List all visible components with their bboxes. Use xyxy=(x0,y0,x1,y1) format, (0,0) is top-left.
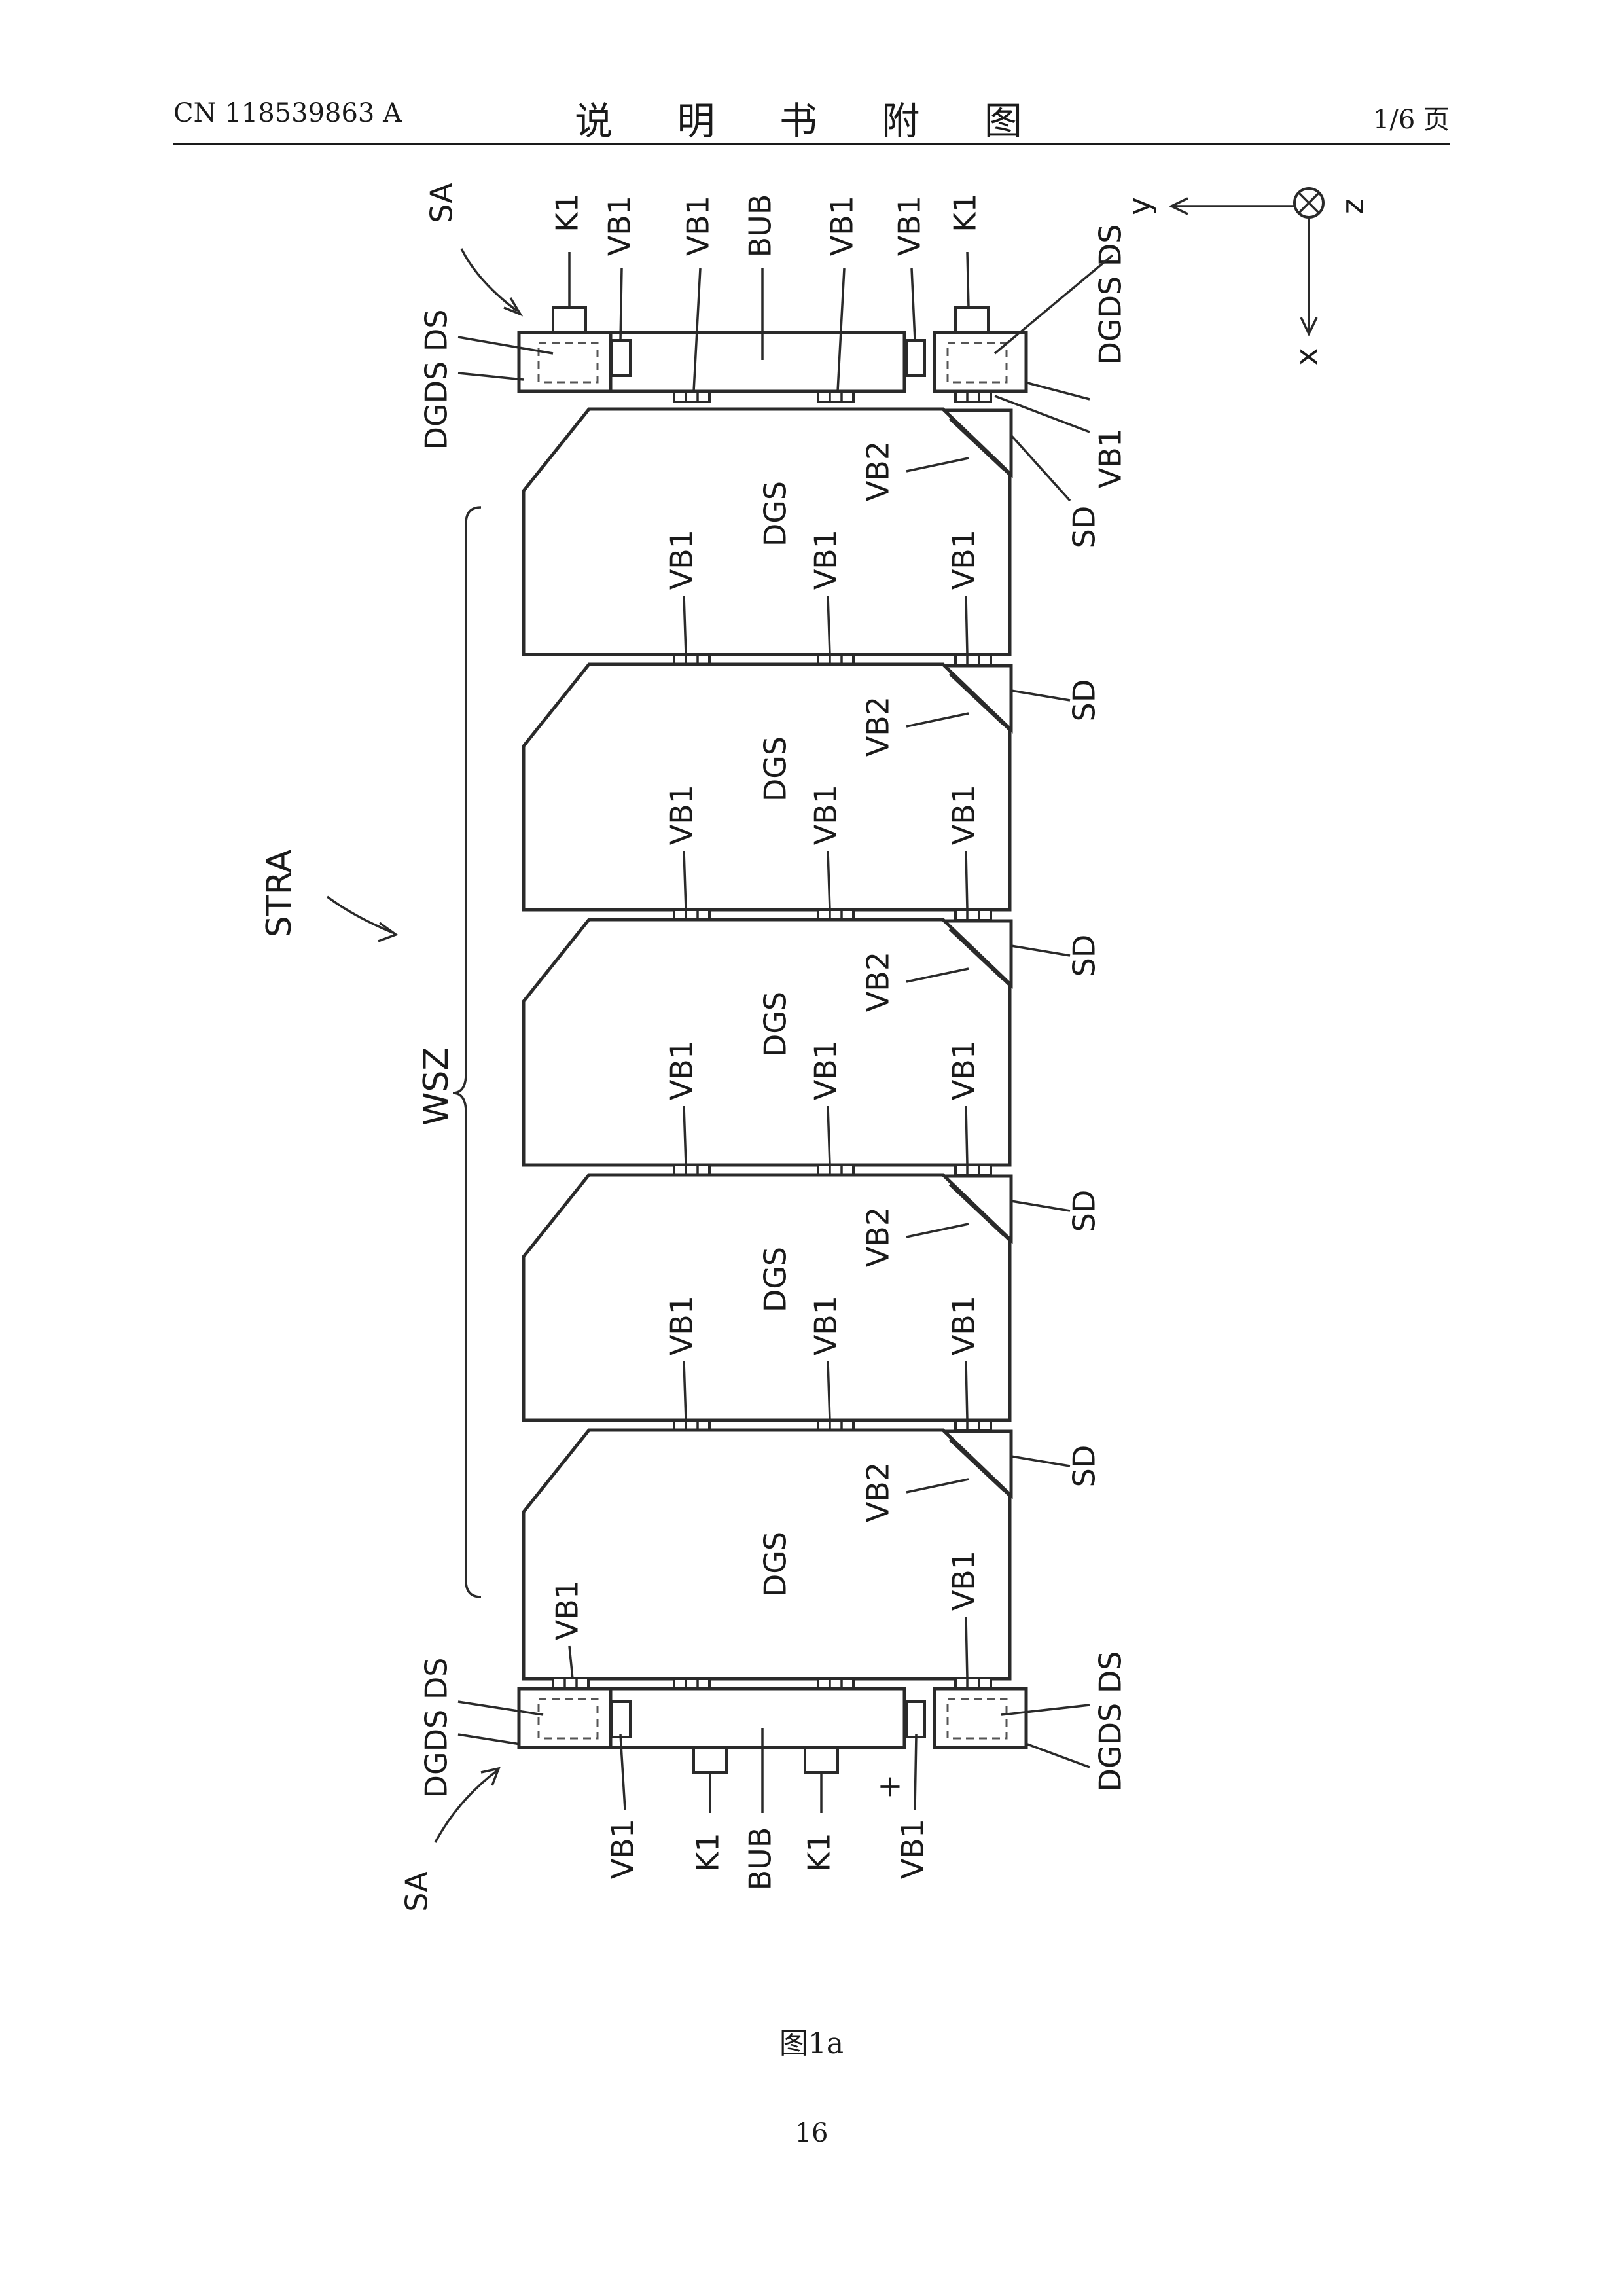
leader-vb1-right-5 xyxy=(966,1617,967,1679)
label-vb1-right-3: VB1 xyxy=(946,1040,982,1100)
label-axis-z: z xyxy=(1335,198,1370,214)
leader-vb1-right-1 xyxy=(966,596,967,655)
label-vb1-right-2: VB1 xyxy=(946,785,982,845)
label-dgds-ds-top-left: DGDS DS xyxy=(419,310,454,450)
leader-dgds-top-right xyxy=(1027,383,1090,399)
label-sd-1: SD xyxy=(1067,506,1102,548)
label-vb1-left-1: VB1 xyxy=(664,529,700,590)
label-sd-2: SD xyxy=(1067,679,1102,722)
label-vb1-mid-1: VB1 xyxy=(808,529,844,590)
label-dgs-3: DGS xyxy=(758,992,793,1057)
label-vb1-top-1: VB1 xyxy=(602,196,637,256)
label-k1-bottom-right: K1 xyxy=(802,1833,837,1871)
label-vb1-mid-2: VB1 xyxy=(808,785,844,845)
label-vb1-left-3: VB1 xyxy=(664,1040,700,1100)
via-b-3-3 xyxy=(955,1165,991,1175)
label-vb1-left-2: VB1 xyxy=(664,785,700,845)
via-b-4-3 xyxy=(955,1420,991,1431)
leader-sd-3 xyxy=(1011,946,1070,956)
figure-caption: 图1a xyxy=(0,2020,1623,2062)
leader-dgds-bottom-left xyxy=(458,1734,520,1744)
label-vb1-bottom-left: VB1 xyxy=(605,1819,641,1879)
leader-vb1-right-4 xyxy=(966,1361,967,1420)
arrow-stra xyxy=(327,897,393,933)
label-axis-y: y xyxy=(1122,197,1158,215)
terminal-k1-top-right xyxy=(955,308,988,332)
arrow-sa-top xyxy=(461,249,517,311)
via-top-1 xyxy=(674,391,709,402)
terminal-k1-top-left xyxy=(553,308,586,332)
via-bottom-left xyxy=(553,1678,588,1689)
label-vb1-right-4: VB1 xyxy=(946,1295,982,1355)
label-vb1-top-right: VB1 xyxy=(1093,428,1128,488)
leader-vb1-t1 xyxy=(620,268,622,340)
leader-vb1-right-3 xyxy=(966,1106,967,1165)
label-bub-bottom: BUB xyxy=(743,1827,778,1891)
label-vb1-mid-3: VB1 xyxy=(808,1040,844,1100)
leader-sd-4 xyxy=(1011,1201,1070,1211)
leader-dgds-bottom-right xyxy=(1027,1744,1090,1767)
label-dgs-4: DGS xyxy=(758,1247,793,1312)
label-dgds-ds-top-right: DGDS DS xyxy=(1093,224,1128,365)
label-vb1-top-2: VB1 xyxy=(681,196,716,256)
label-dgds-ds-bottom-left: DGDS DS xyxy=(419,1658,454,1799)
label-k1-top-right: K1 xyxy=(948,193,983,232)
label-vb1-left-5: VB1 xyxy=(550,1580,585,1640)
label-vb1-right-5: VB1 xyxy=(946,1551,982,1611)
label-bub-top: BUB xyxy=(743,194,778,258)
label-vb2-4: VB2 xyxy=(861,1207,896,1267)
label-vb1-right-1: VB1 xyxy=(946,529,982,590)
leader-vb1-t4 xyxy=(912,268,915,340)
leader-dgds-top-left xyxy=(458,373,524,380)
label-k1-bottom-left: K1 xyxy=(690,1833,726,1871)
label-dgs-1: DGS xyxy=(758,481,793,547)
label-vb1-top-4: VB1 xyxy=(892,196,927,256)
label-sa-bottom: SA xyxy=(399,1871,435,1912)
label-vb2-1: VB2 xyxy=(861,441,896,501)
via-top-right-side xyxy=(906,340,925,376)
page-number: 16 xyxy=(0,2118,1623,2148)
terminal-k1-bottom-left xyxy=(694,1748,726,1772)
label-vb1-left-4: VB1 xyxy=(664,1295,700,1355)
label-vb2-2: VB2 xyxy=(861,696,896,757)
label-sd-4: SD xyxy=(1067,1190,1102,1232)
via-top-2 xyxy=(818,391,853,402)
leader-sd-2 xyxy=(1011,691,1070,700)
leader-sd-1 xyxy=(1011,435,1070,501)
label-dgs-2: DGS xyxy=(758,736,793,802)
arrowhead-stra xyxy=(378,923,396,941)
label-vb2-5: VB2 xyxy=(861,1462,896,1522)
label-stra: STRA xyxy=(260,849,299,937)
leader-vb1-br xyxy=(915,1734,916,1810)
via-bottom-left-side xyxy=(612,1702,630,1737)
terminal-k1-bottom-right xyxy=(805,1748,838,1772)
label-sa-top: SA xyxy=(424,183,459,223)
via-bottom-right-side xyxy=(906,1702,925,1737)
label-axis-x: x xyxy=(1289,348,1325,365)
via-b-2-3 xyxy=(955,910,991,920)
label-vb1-mid-4: VB1 xyxy=(808,1295,844,1355)
via-top-left-side xyxy=(612,340,630,376)
via-b-1-3 xyxy=(955,655,991,665)
leader-k1-tr xyxy=(967,252,969,308)
leader-vb1-right-2 xyxy=(966,851,967,910)
label-vb1-top-3: VB1 xyxy=(825,196,860,256)
label-wsz: WSZ xyxy=(417,1047,456,1126)
label-dgds-ds-bottom-right: DGDS DS xyxy=(1093,1651,1128,1792)
label-dgs-5: DGS xyxy=(758,1532,793,1597)
leader-sd-5 xyxy=(1011,1456,1070,1466)
label-sd-5: SD xyxy=(1067,1445,1102,1488)
brace-wsz xyxy=(453,507,481,1597)
label-sd-3: SD xyxy=(1067,935,1102,977)
label-vb1-bottom-right: VB1 xyxy=(895,1819,931,1879)
via-bottom-right xyxy=(955,1678,991,1689)
label-plus: + xyxy=(872,1774,907,1800)
label-k1-top-left: K1 xyxy=(550,193,585,232)
via-top-3 xyxy=(955,391,991,402)
label-vb2-3: VB2 xyxy=(861,952,896,1012)
